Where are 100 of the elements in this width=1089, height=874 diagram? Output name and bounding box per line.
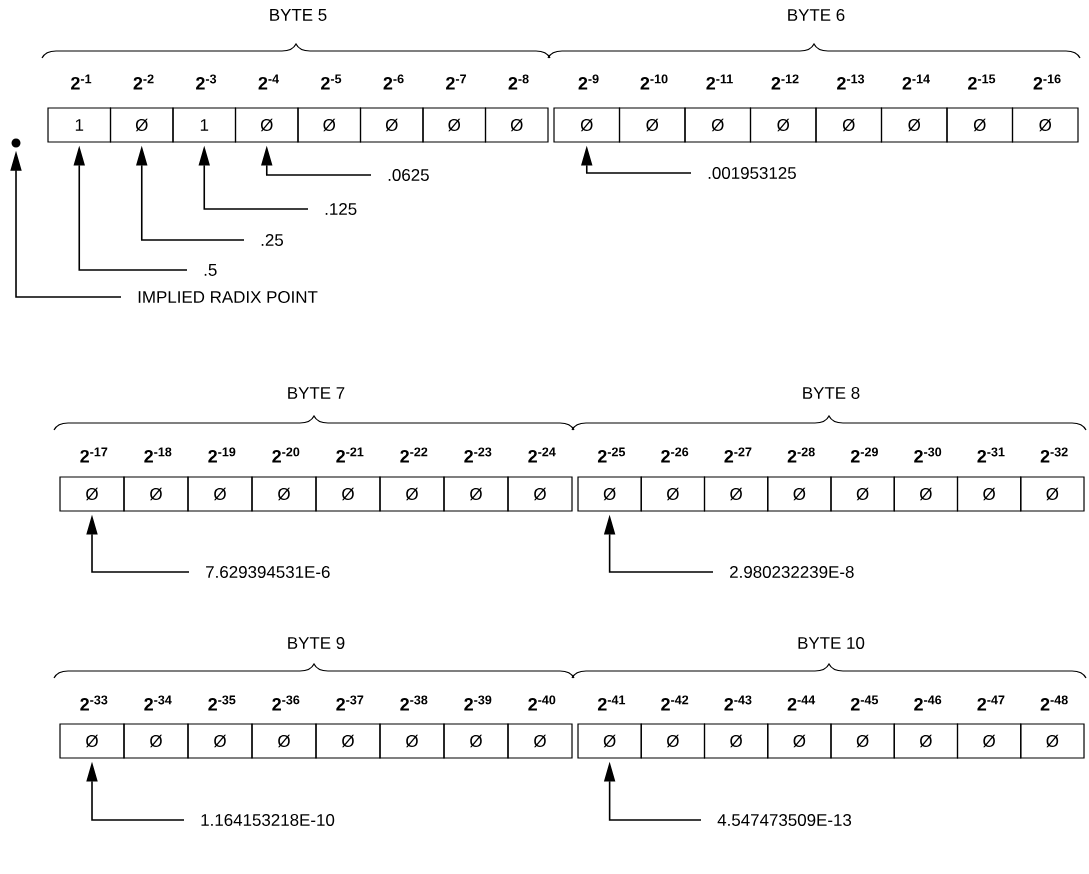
bit-weight-label: 2$^{-15}$ (968, 74, 996, 90)
bit-weight-label: 2$^{-19}$ (208, 447, 236, 463)
bit-weight-label: 2$^{-32}$ (1040, 447, 1068, 463)
bit-weight-label: 2$^{-35}$ (208, 695, 236, 711)
bit-cell: 1 (47, 107, 112, 143)
bit-weight-label: 2$^{-25}$ (597, 447, 626, 463)
bit-cell: Ø (123, 476, 189, 512)
bit-cell: Ø (297, 107, 362, 143)
bit-cell: Ø (749, 107, 817, 143)
value-label: 7.629394531E-6 (206, 566, 330, 578)
value-label: .001953125 (708, 167, 796, 179)
bit-weight-label: 2$^{-47}$ (977, 695, 1005, 711)
bit-weight-label: 2$^{-38}$ (400, 695, 428, 711)
bit-cell: Ø (1020, 476, 1085, 512)
bit-weight-label: 2$^{-39}$ (464, 695, 492, 711)
bit-weight-label: 2$^{-28}$ (787, 447, 815, 463)
value-label: 1.164153218E-10 (201, 814, 335, 826)
bit-cell: Ø (956, 723, 1022, 759)
bit-cell: Ø (484, 107, 549, 143)
bit-cell: Ø (815, 107, 883, 143)
value-label: 4.547473509E-13 (717, 814, 852, 826)
bit-weight-label: 2$^{-43}$ (724, 695, 752, 711)
bit-weight-label: 2$^{-1}$ (71, 74, 92, 90)
bit-weight-label: 2$^{-6}$ (383, 74, 404, 90)
bit-weight-label: 2$^{-7}$ (446, 74, 466, 90)
bit-weight-label: 2$^{-34}$ (144, 695, 172, 711)
bit-weight-label: 2$^{-30}$ (914, 447, 942, 463)
bit-cell: Ø (577, 723, 642, 759)
byte-label: BYTE 8 (803, 387, 860, 399)
value-label: .125 (325, 203, 357, 215)
bit-cell: Ø (251, 476, 317, 512)
bit-weight-label: 2$^{-22}$ (400, 447, 428, 463)
bit-weight-label: 2$^{-24}$ (528, 447, 556, 463)
bit-cell: Ø (893, 476, 959, 512)
bit-cell: Ø (443, 723, 509, 759)
bit-weight-label: 2$^{-12}$ (771, 74, 799, 90)
bit-weight-label: 2$^{-8}$ (508, 74, 529, 90)
byte-label: BYTE 7 (288, 387, 345, 399)
bit-weight-label: 2$^{-48}$ (1040, 695, 1068, 711)
bit-cell: Ø (684, 107, 752, 143)
bit-cell: Ø (1011, 107, 1079, 143)
bit-cell: Ø (703, 476, 769, 512)
bit-weight-label: 2$^{-9}$ (578, 74, 599, 90)
byte-label: BYTE 6 (788, 9, 845, 21)
bit-weight-label: 2$^{-23}$ (464, 447, 492, 463)
bit-cell: Ø (830, 723, 895, 759)
bit-weight-label: 2$^{-31}$ (977, 447, 1005, 463)
bit-weight-label: 2$^{-21}$ (336, 447, 364, 463)
bit-cell: Ø (251, 723, 317, 759)
bit-cell: Ø (640, 476, 706, 512)
bit-weight-label: 2$^{-5}$ (321, 74, 342, 90)
bit-weight-label: 2$^{-16}$ (1033, 74, 1061, 90)
bit-weight-label: 2$^{-2}$ (133, 74, 154, 90)
bit-cell: Ø (123, 723, 189, 759)
bit-cell: Ø (379, 476, 445, 512)
bit-cell: Ø (443, 476, 509, 512)
value-label: .5 (204, 264, 217, 276)
bit-cell: Ø (315, 476, 381, 512)
byte-label: BYTE 10 (798, 637, 865, 649)
byte-label: BYTE 5 (270, 9, 327, 21)
bit-cell: Ø (640, 723, 706, 759)
bit-weight-label: 2$^{-26}$ (661, 447, 689, 463)
bit-cell: Ø (880, 107, 948, 143)
bit-weight-label: 2$^{-14}$ (902, 74, 930, 90)
bit-cell: Ø (553, 107, 621, 143)
bit-cell: Ø (893, 723, 959, 759)
bit-cell: Ø (946, 107, 1014, 143)
bit-cell: Ø (359, 107, 424, 143)
bit-cell: Ø (507, 723, 573, 759)
bit-weight-label: 2$^{-27}$ (724, 447, 752, 463)
bit-weight-label: 2$^{-18}$ (144, 447, 172, 463)
bit-weight-label: 2$^{-20}$ (272, 447, 300, 463)
bit-weight-label: 2$^{-36}$ (272, 695, 300, 711)
bit-cell: 1 (172, 107, 237, 143)
value-label: .0625 (388, 169, 429, 181)
bit-cell: Ø (703, 723, 769, 759)
bit-weight-label: 2$^{-11}$ (706, 74, 733, 90)
bit-weight-label: 2$^{-10}$ (640, 74, 668, 90)
bit-weight-label: 2$^{-46}$ (914, 695, 942, 711)
bit-cell: Ø (234, 107, 299, 143)
bit-cell: Ø (109, 107, 174, 143)
bit-cell: Ø (59, 723, 125, 759)
bit-cell: Ø (618, 107, 686, 143)
bit-weight-label: 2$^{-45}$ (850, 695, 879, 711)
value-label: 2.980232239E-8 (730, 566, 854, 578)
bit-cell: Ø (830, 476, 895, 512)
bit-cell: Ø (315, 723, 381, 759)
bit-cell: Ø (187, 723, 253, 759)
bit-cell: Ø (1020, 723, 1085, 759)
bit-weight-label: 2$^{-44}$ (787, 695, 816, 711)
value-label: .25 (261, 234, 284, 246)
bit-weight-label: 2$^{-17}$ (80, 447, 108, 463)
bit-weight-label: 2$^{-4}$ (258, 74, 279, 90)
bit-weight-label: 2$^{-40}$ (528, 695, 556, 711)
bit-cell: Ø (956, 476, 1022, 512)
bit-cell: Ø (422, 107, 487, 143)
bit-cell: Ø (187, 476, 253, 512)
bit-weight-label: 2$^{-42}$ (661, 695, 689, 711)
bit-cell: Ø (577, 476, 642, 512)
value-label: IMPLIED RADIX POINT (138, 291, 318, 303)
